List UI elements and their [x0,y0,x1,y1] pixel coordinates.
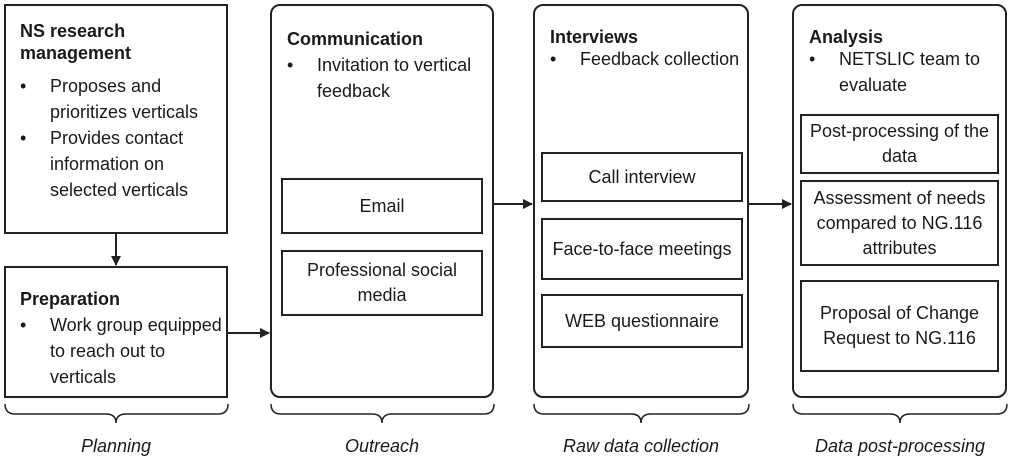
analysis-bullets: NETSLIC team to evaluate [807,46,1003,98]
post-processing-box: Post-processing of the data [800,114,999,174]
bullet-item: Invitation to vertical feedback [285,52,491,104]
interviews-box: Interviews Feedback collection Call inte… [533,4,749,398]
phase-label-planning: Planning [80,436,152,456]
research-management-title-line2: management [20,43,132,63]
bullet-item: NETSLIC team to evaluate [807,46,1003,98]
research-management-box: NS research management Proposes and prio… [4,4,228,234]
change-request-box: Proposal of Change Request to NG.116 [800,280,999,372]
call-interview-box: Call interview [541,152,743,202]
email-channel-box: Email [281,178,483,234]
analysis-box: Analysis NETSLIC team to evaluate Post-p… [792,4,1007,398]
brace-planning [4,403,229,424]
bullet-item: Feedback collection [548,46,744,72]
phase-label-data-post-processing: Data post-processing [814,436,986,456]
bullet-item: Provides contact information on selected… [18,125,226,203]
research-management-title: NS research management [20,20,131,64]
needs-assessment-box: Assessment of needs compared to NG.116 a… [800,180,999,266]
preparation-bullets: Work group equipped to reach out to vert… [18,312,226,390]
communication-title: Communication [287,29,424,49]
interviews-bullets: Feedback collection [548,46,744,72]
phase-label-raw-data-collection: Raw data collection [562,436,720,456]
bullet-item: Proposes and prioritizes verticals [18,73,226,125]
brace-raw-data-collection [533,403,750,424]
phase-label-outreach: Outreach [344,436,420,456]
web-questionnaire-box: WEB questionnaire [541,294,743,348]
research-management-bullets: Proposes and prioritizes verticals Provi… [18,73,226,203]
bullet-item: Work group equipped to reach out to vert… [18,312,226,390]
interviews-title: Interviews [550,27,639,47]
communication-box: Communication Invitation to vertical fee… [270,4,494,398]
analysis-title: Analysis [809,27,884,47]
communication-bullets: Invitation to vertical feedback [285,52,491,104]
brace-data-post-processing [792,403,1008,424]
brace-outreach [270,403,495,424]
research-management-title-line1: NS research [20,21,126,41]
social-media-channel-box: Professional social media [281,250,483,316]
preparation-box: Preparation Work group equipped to reach… [4,266,228,398]
face-to-face-box: Face-to-face meetings [541,218,743,280]
preparation-title: Preparation [20,289,121,309]
